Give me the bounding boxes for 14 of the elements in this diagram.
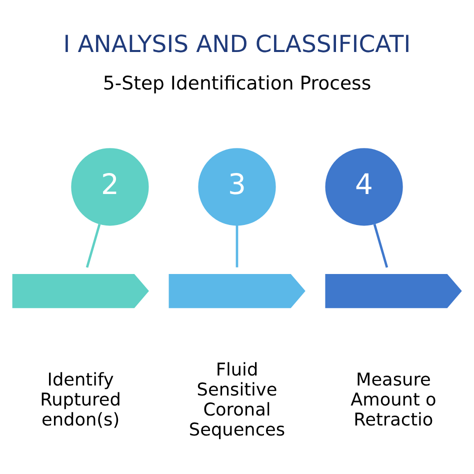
node-label: Measure Amount o Retractio bbox=[350, 370, 436, 430]
diagram-title: I ANALYSIS AND CLASSIFICATI bbox=[63, 30, 411, 58]
node-label: Identify Ruptured endon(s) bbox=[40, 370, 121, 430]
node-arrow bbox=[12, 273, 149, 308]
connector bbox=[373, 223, 388, 268]
node-circle: 4 bbox=[325, 148, 403, 226]
node-circle: 2 bbox=[71, 148, 149, 226]
node-arrow bbox=[325, 273, 462, 308]
node-circle: 3 bbox=[198, 148, 276, 226]
label: 5-Step Identification Process bbox=[102, 73, 372, 94]
node-arrow bbox=[168, 273, 306, 308]
node-label: Fluid Sensitive Coronal Sequences bbox=[188, 360, 286, 440]
connector bbox=[86, 223, 101, 268]
connector bbox=[236, 224, 238, 267]
